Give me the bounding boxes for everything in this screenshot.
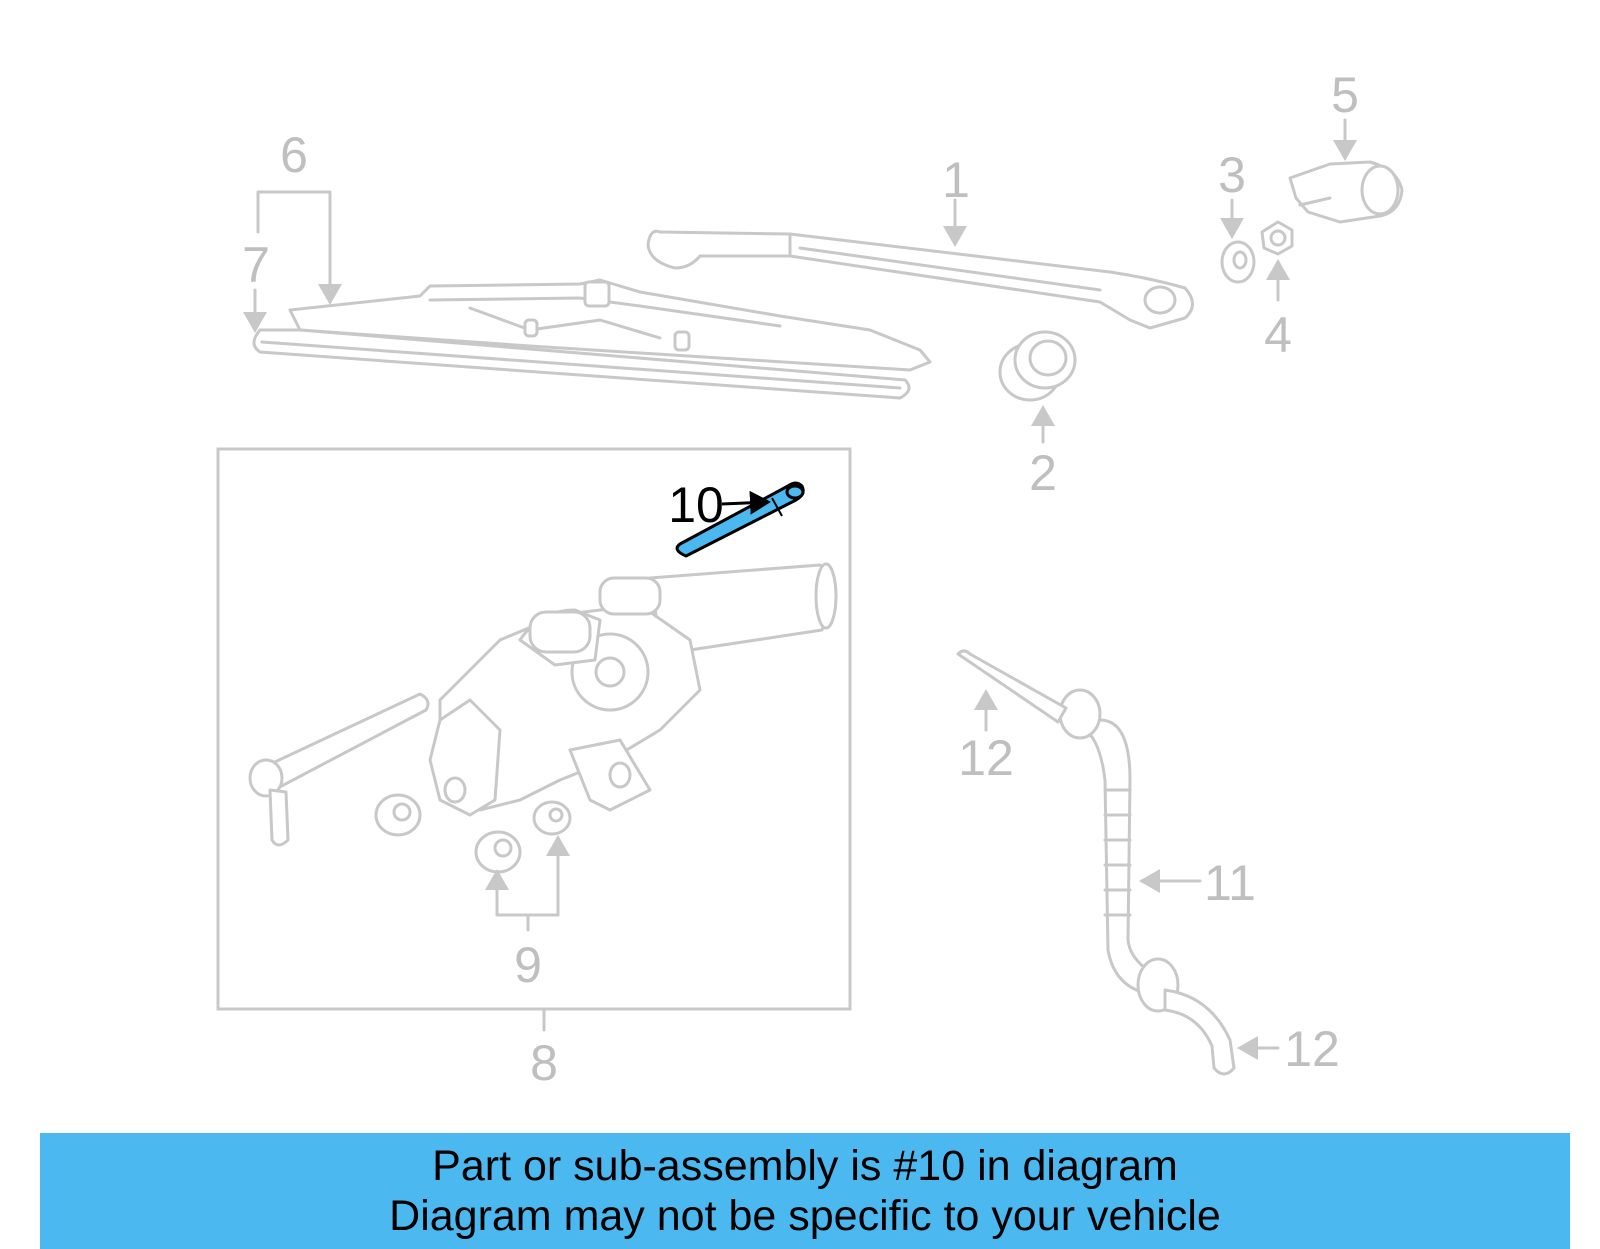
washer[interactable] — [1220, 240, 1256, 284]
callout-2: 2 — [1029, 445, 1057, 501]
nut[interactable] — [1260, 220, 1294, 256]
callout-8: 8 — [530, 1035, 558, 1091]
blade-insert[interactable] — [252, 328, 911, 400]
nozzle-tube-lower[interactable] — [1163, 988, 1236, 1076]
callout-12-lower: 12 — [1284, 1021, 1340, 1077]
callout-3: 3 — [1218, 147, 1246, 203]
wiper-motor[interactable] — [428, 562, 838, 817]
caption-line-1: Part or sub-assembly is #10 in diagram — [432, 1142, 1178, 1190]
leader-10 — [721, 490, 771, 515]
callout-5: 5 — [1331, 67, 1359, 123]
callout-4: 4 — [1264, 307, 1292, 363]
leader-9b — [526, 835, 570, 917]
cap[interactable] — [1288, 160, 1404, 224]
caption-banner: Part or sub-assembly is #10 in diagram D… — [40, 1133, 1570, 1249]
bushings[interactable] — [374, 793, 572, 874]
callout-6: 6 — [280, 127, 308, 183]
caption-line-2: Diagram may not be specific to your vehi… — [389, 1192, 1221, 1240]
callout-12-upper: 12 — [958, 730, 1014, 786]
callout-10: 10 — [668, 477, 724, 533]
highlighted-part-10[interactable] — [675, 481, 805, 558]
leader-9a — [485, 869, 530, 932]
callout-9: 9 — [514, 937, 542, 993]
callout-7: 7 — [242, 237, 270, 293]
callout-11: 11 — [1204, 855, 1256, 911]
callout-1: 1 — [942, 152, 970, 208]
pivot-shaft[interactable] — [248, 692, 430, 847]
washer-hose[interactable] — [1058, 688, 1180, 1013]
grommet[interactable] — [998, 330, 1077, 402]
nozzle-tube-upper[interactable] — [956, 649, 1068, 724]
leader-6 — [256, 190, 342, 305]
wiper-blade[interactable] — [288, 278, 932, 372]
wiper-arm[interactable] — [646, 229, 1194, 330]
